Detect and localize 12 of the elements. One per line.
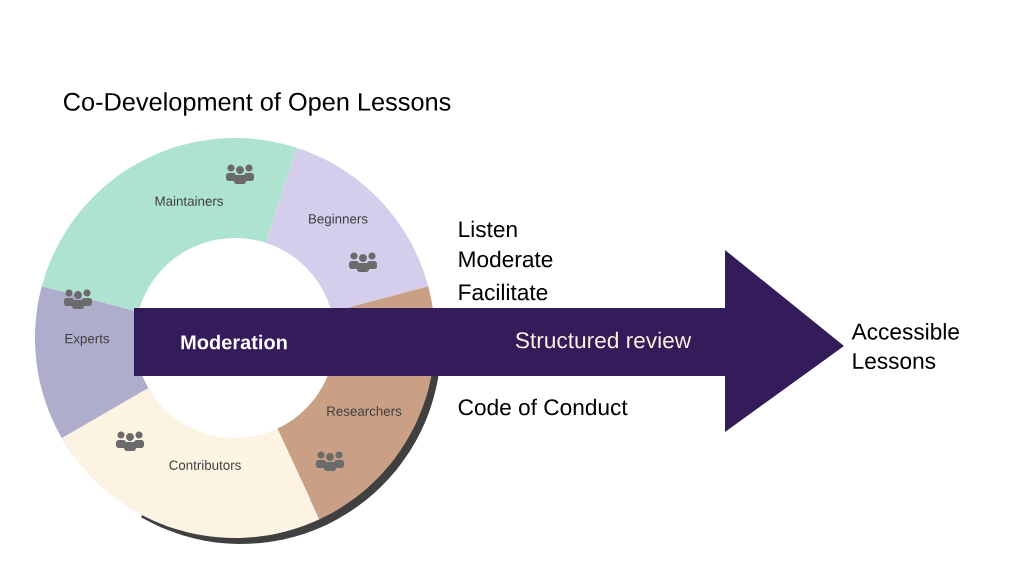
result-text: Accessible Lessons	[851, 323, 959, 369]
ring-segment: Contributors	[61, 388, 320, 538]
ring-segment: Maintainers	[41, 138, 297, 313]
edge-label: Structured review	[513, 330, 693, 350]
note-text: Moderate	[459, 250, 553, 268]
title: Co-Development of Open Lessons	[64, 92, 451, 116]
note-text: Code of Conduct	[458, 398, 628, 416]
ring-segment: Beginners	[265, 147, 429, 313]
moderation-bar: Moderation	[134, 308, 334, 376]
note-text: Listen	[459, 220, 517, 238]
arrow	[334, 250, 844, 432]
note-text: Facilitate	[459, 283, 548, 301]
